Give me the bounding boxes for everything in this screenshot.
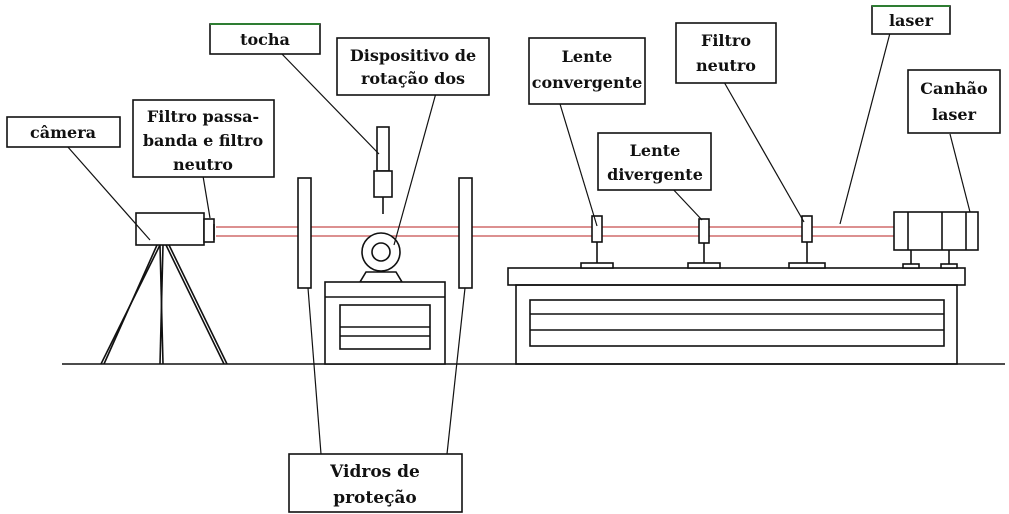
svg-text:Filtro: Filtro — [701, 31, 751, 50]
camera — [135, 212, 215, 246]
label-protection-glass: Vidros de proteção — [288, 453, 463, 513]
svg-text:rotação dos: rotação dos — [361, 69, 465, 88]
svg-text:neutro: neutro — [696, 56, 756, 75]
svg-text:convergente: convergente — [532, 73, 643, 92]
svg-text:tocha: tocha — [240, 30, 290, 49]
diverging-lens — [687, 218, 721, 269]
svg-text:Canhão: Canhão — [920, 79, 988, 98]
svg-text:neutro: neutro — [173, 155, 233, 174]
converging-lens — [580, 215, 614, 269]
svg-text:Dispositivo de: Dispositivo de — [350, 46, 476, 65]
protection-glass-left — [297, 177, 312, 289]
label-neutral-filter: Filtro neutro — [675, 22, 777, 84]
svg-text:Vidros de: Vidros de — [329, 462, 420, 482]
svg-text:banda e filtro: banda e filtro — [143, 131, 264, 150]
camera-tripod — [100, 244, 228, 365]
svg-text:laser: laser — [889, 11, 934, 30]
label-laser-cannon: Canhão laser — [907, 69, 1001, 134]
label-converging-lens: Lente convergente — [528, 37, 646, 105]
laser-label-box — [871, 5, 951, 35]
label-torch: tocha — [209, 23, 321, 55]
rotation-device — [358, 232, 404, 283]
torch — [373, 126, 393, 214]
rotation-table — [324, 281, 446, 365]
protection-glass-right — [458, 177, 473, 289]
svg-text:Filtro passa-: Filtro passa- — [147, 107, 259, 126]
label-diverging-lens: Lente divergente — [597, 132, 712, 191]
label-filter-bandpass: Filtro passa- banda e filtro neutro — [132, 99, 275, 178]
laser-cannon — [893, 211, 979, 269]
leader-lines — [66, 32, 971, 455]
label-rotation-device: Dispositivo de rotação dos — [336, 37, 490, 96]
svg-text:Lente: Lente — [562, 47, 613, 66]
label-camera-text: câmera — [30, 123, 96, 142]
svg-text:divergente: divergente — [607, 165, 703, 184]
optical-bench — [507, 267, 966, 365]
neutral-filter — [788, 215, 826, 269]
svg-text:proteção: proteção — [333, 488, 417, 508]
svg-text:laser: laser — [932, 105, 977, 124]
label-camera: câmera — [6, 116, 121, 148]
laser-beam — [216, 226, 897, 237]
label-laser: laser — [871, 5, 951, 35]
svg-text:Lente: Lente — [630, 141, 681, 160]
torch-label-box — [209, 23, 321, 55]
